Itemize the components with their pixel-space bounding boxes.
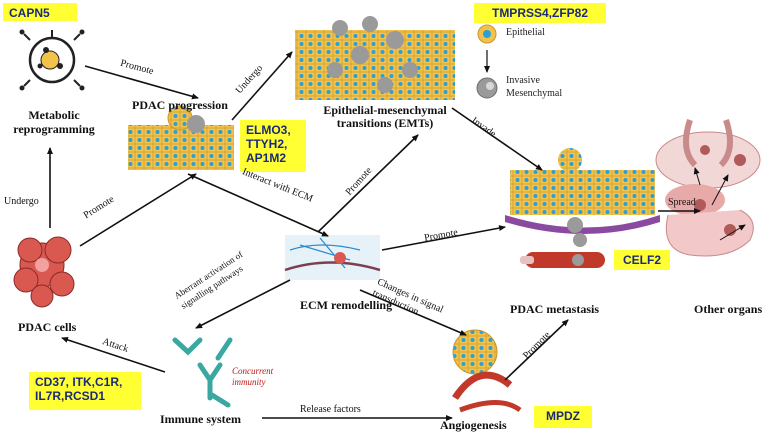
- edge-undergo-emt: [231, 51, 293, 121]
- label-immune-system: Immune system: [160, 412, 241, 426]
- edge-promote-emt: [317, 134, 419, 233]
- edges: [47, 51, 701, 421]
- angiogenesis-illustration: [452, 329, 522, 413]
- immune-antibodies-icon: [172, 337, 233, 408]
- edge-aberrant-activation: [195, 279, 291, 329]
- edge-label-release-factors: Release factors: [300, 404, 361, 415]
- legend-mesenchymal-cell: [476, 77, 498, 99]
- gene-tmprss4-zfp82: TMPRSS4,ZFP82: [474, 3, 606, 23]
- label-other-organs: Other organs: [694, 302, 763, 316]
- edge-signal-transduction: [359, 289, 467, 336]
- label-pdac-metastasis: PDAC metastasis: [510, 302, 599, 316]
- gene-celf2: CELF2: [614, 250, 670, 270]
- edge-interact-ecm: [187, 173, 329, 237]
- gene-mpdz: MPDZ: [534, 406, 592, 428]
- metabolic-cell-icon: [19, 29, 85, 91]
- legend-epithelial-cell: [477, 24, 497, 44]
- pdac-progression-tissue: [128, 105, 234, 170]
- gene-elmo3-ttyh2-ap1m2: ELMO3, TTYH2, AP1M2: [240, 120, 306, 172]
- edge-promote-progression: [84, 65, 199, 100]
- pdac-metastasis-tissue: [505, 148, 660, 268]
- label-metabolic-reprogramming: Metabolic reprogramming: [13, 108, 95, 136]
- edge-attack: [61, 337, 166, 373]
- edge-label-undergo-left: Undergo: [4, 196, 39, 207]
- label-angiogenesis: Angiogenesis: [440, 418, 507, 432]
- pdac-cells-cluster: [13, 236, 75, 308]
- edge-invade: [451, 107, 543, 171]
- gene-capn5: CAPN5: [3, 3, 77, 21]
- edge-label-spread: Spread: [668, 197, 696, 208]
- legend-epithelial-label: Epithelial: [506, 27, 545, 38]
- legend-invasive-mesenchymal-label: Invasive Mesenchymal: [506, 75, 563, 99]
- emt-tissue: [295, 16, 455, 100]
- other-organs-illustration: [655, 119, 761, 257]
- edge-promote-metastasis-angio: [504, 319, 569, 381]
- edge-promote-metastasis: [381, 225, 506, 251]
- label-pdac-progression: PDAC progression: [132, 98, 228, 112]
- label-pdac-cells: PDAC cells: [18, 320, 77, 334]
- ecm-remodelling-illustration: [284, 235, 381, 280]
- label-ecm-remodelling: ECM remodelling: [300, 298, 393, 312]
- label-concurrent-immunity: Concurrent immunity: [232, 366, 274, 387]
- edge-promote-progression-from-cells: [79, 173, 197, 247]
- gene-cd37-itk-c1r-il7r-rcsd1: CD37, ITK,C1R, IL7R,RCSD1: [29, 372, 141, 410]
- label-emt: Epithelial-mesenchymal transitions (EMTs…: [323, 103, 447, 130]
